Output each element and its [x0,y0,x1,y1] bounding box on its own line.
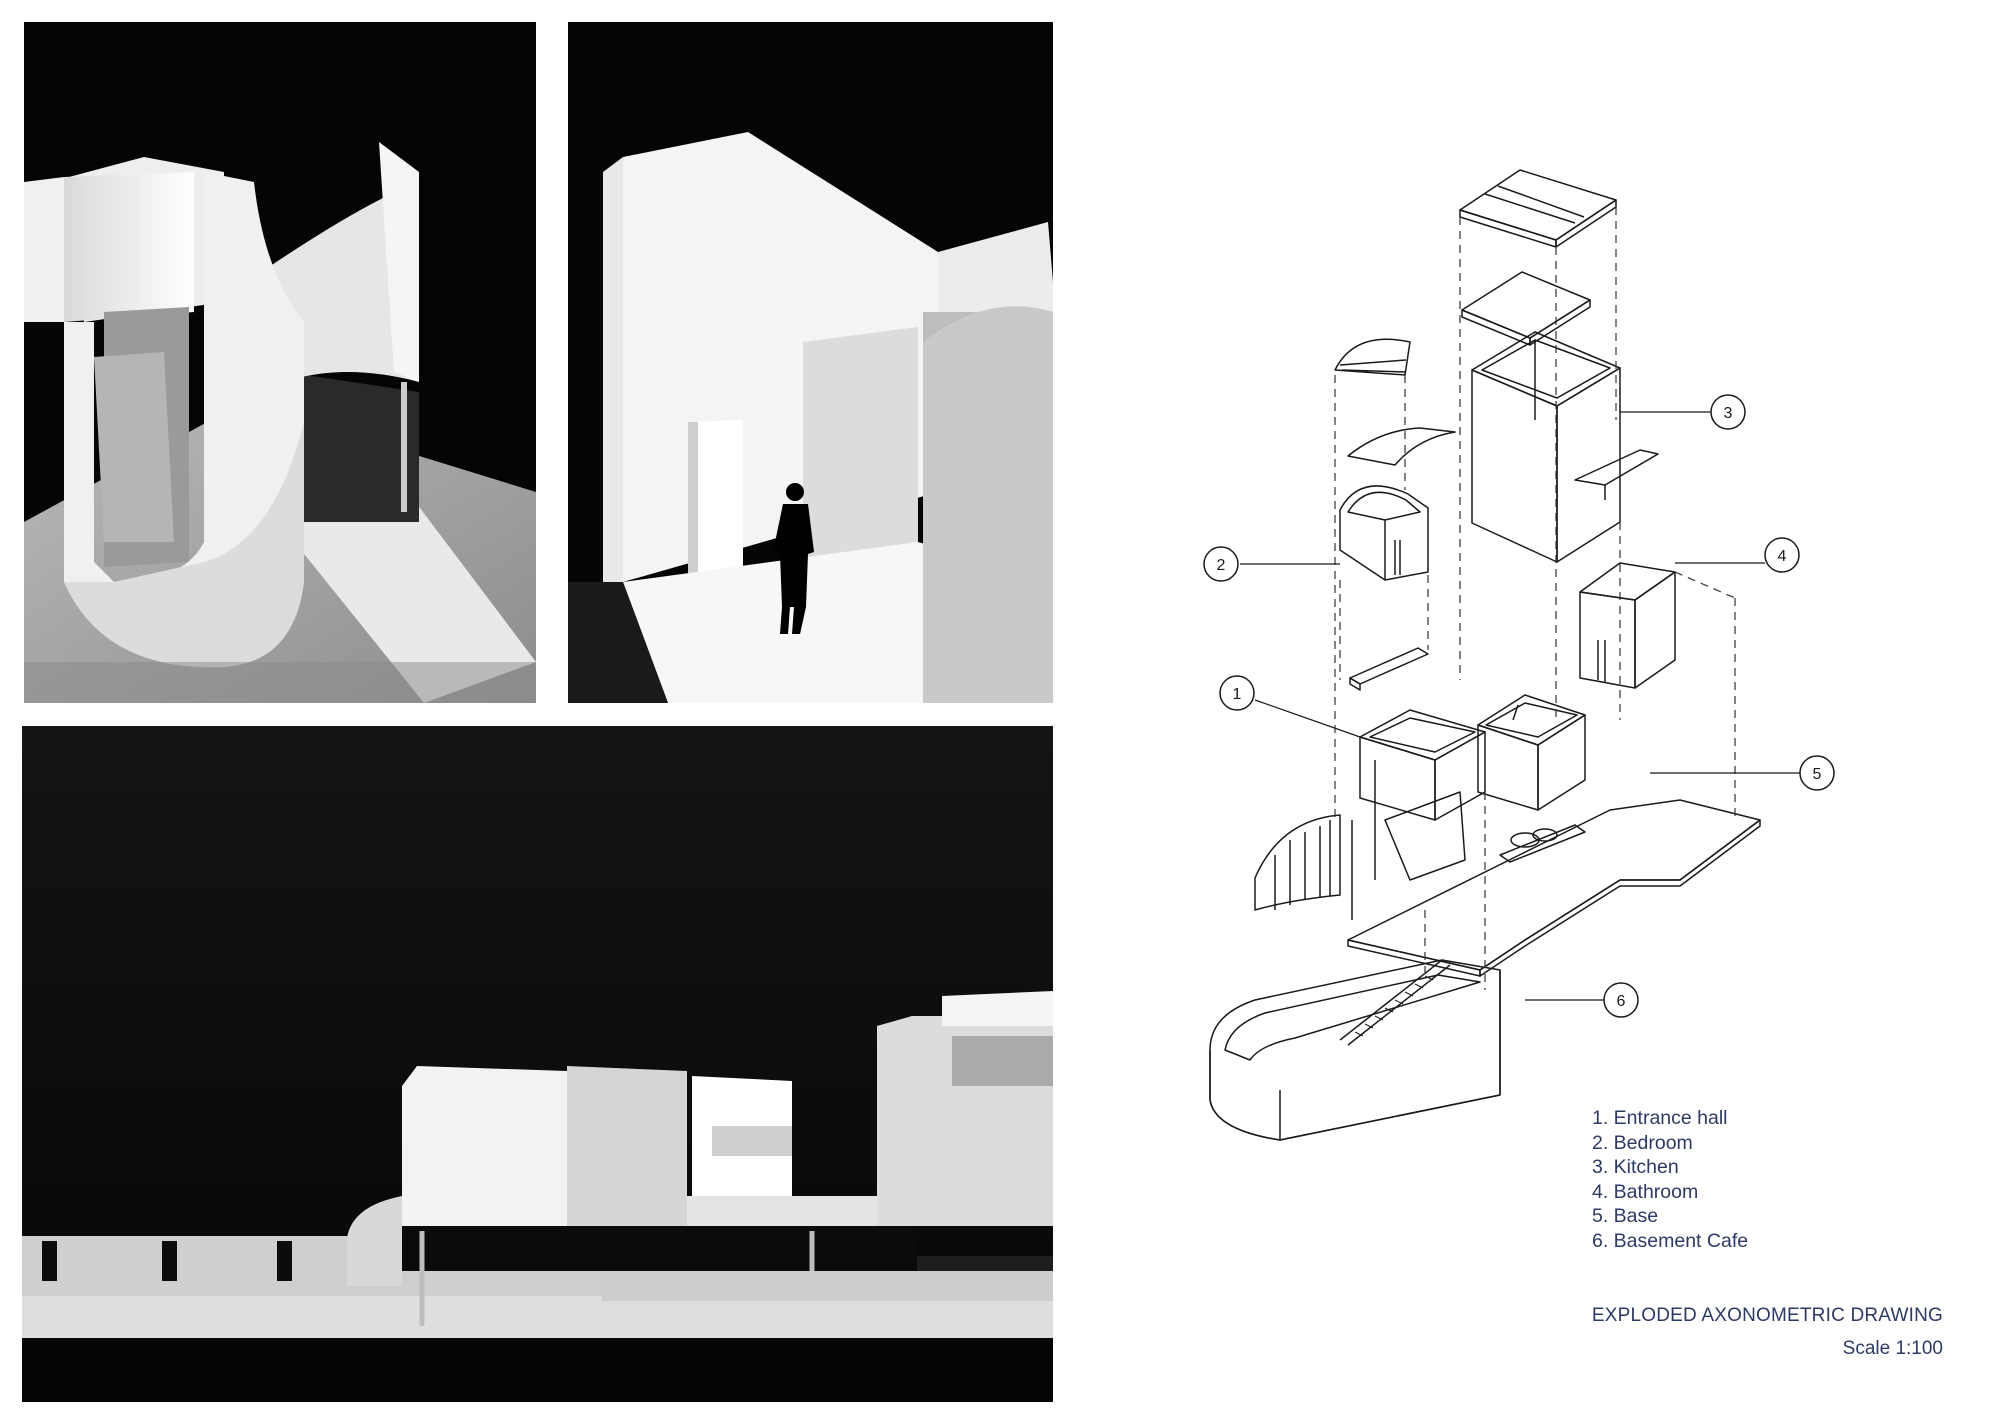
basement-cafe [1209,959,1501,1141]
kitchen-roof-slab [1459,169,1617,248]
model-photo-interior-figure [568,22,1053,703]
kitchen-ceiling-slab [1461,271,1591,346]
legend-item-kitchen: 3. Kitchen [1592,1156,1679,1179]
diagram-legend: 1. Entrance hall 2. Bedroom 3. Kitchen 4… [1592,1106,1748,1254]
legend-item-bathroom: 4. Bathroom [1592,1180,1699,1203]
bathroom-canopy [1574,449,1659,500]
svg-text:5: 5 [1813,766,1822,783]
base-platform [1347,799,1761,977]
model-photo-elevation [22,726,1053,1402]
svg-text:2: 2 [1217,557,1226,574]
exploded-axonometric-diagram: 1 2 3 4 5 6 [1203,169,1835,1141]
model-photo-stair-tower [24,22,536,703]
entrance-ceiling-slab [1349,647,1429,691]
svg-text:6: 6 [1617,993,1626,1010]
legend-item-entrance-hall: 1. Entrance hall [1592,1107,1728,1129]
callout-2: 2 [1203,546,1239,582]
drawing-scale: Scale 1:100 [1842,1338,1943,1359]
callout-6: 6 [1603,982,1639,1018]
entrance-curved-screen [1254,814,1353,920]
callout-1: 1 [1219,675,1255,711]
kitchen-lower-volume [1477,694,1586,811]
bedroom-volume [1339,485,1429,581]
callout-5: 5 [1799,755,1835,791]
legend-item-basement-cafe: 6. Basement Cafe [1592,1229,1749,1252]
drawing-title: EXPLODED AXONOMETRIC DRAWING [1591,1305,1943,1326]
svg-text:3: 3 [1724,405,1733,422]
legend-item-base: 5. Base [1592,1205,1659,1228]
svg-text:1: 1 [1233,686,1242,703]
bedroom-roof [1334,338,1456,466]
kitchen-volume [1471,331,1621,563]
legend-item-bedroom: 2. Bedroom [1592,1131,1693,1154]
svg-text:4: 4 [1778,548,1787,565]
callout-3: 3 [1710,394,1746,430]
callout-4: 4 [1764,537,1800,573]
bathroom-volume [1579,562,1676,689]
entrance-hall-volume [1359,709,1486,881]
